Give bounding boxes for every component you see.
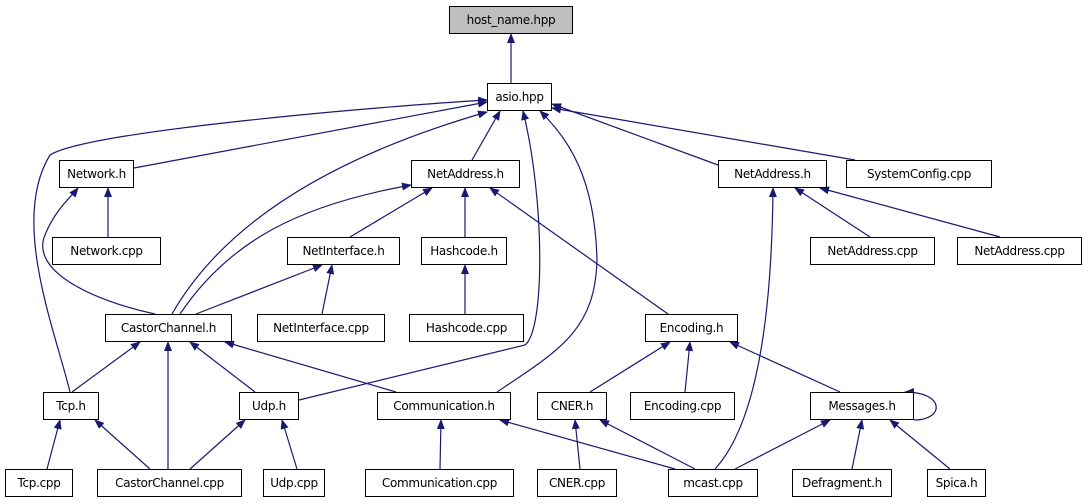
edge-castorchannel-cpp-to-udp-h [189, 419, 246, 470]
edge-udp-h-to-asio-hpp [298, 110, 541, 401]
node-cner-h[interactable]: CNER.h [537, 392, 607, 420]
node-tcp-h[interactable]: Tcp.h [43, 392, 99, 420]
edge-encoding-h-to-netaddress-h [489, 187, 669, 315]
node-defragment-h[interactable]: Defragment.h [792, 469, 892, 497]
edge-communication-cpp-to-communication-h [436, 419, 445, 470]
edge-castorchannel-h-to-netinterface-h [195, 264, 323, 315]
node-hashcode-h[interactable]: Hashcode.h [421, 237, 507, 265]
node-communication-h[interactable]: Communication.h [377, 392, 511, 420]
node-encoding-cpp[interactable]: Encoding.cpp [630, 392, 735, 420]
node-network-cpp[interactable]: Network.cpp [52, 237, 161, 265]
node-netaddress-cpp[interactable]: NetAddress.cpp [957, 237, 1082, 265]
node-systemconfig-cpp[interactable]: SystemConfig.cpp [846, 160, 992, 188]
edge-udp-cpp-to-udp-h [280, 419, 298, 470]
node-network-h[interactable]: Network.h [59, 160, 134, 188]
node-netaddress-h[interactable]: NetAddress.h [411, 160, 520, 188]
edge-defragment-h-to-messages-h [851, 419, 865, 470]
edge-netaddress-h-to-asio-hpp [471, 110, 501, 161]
node-tcp-cpp[interactable]: Tcp.cpp [5, 469, 73, 497]
edge-mcast-cpp-to-messages-h [734, 419, 831, 470]
node-asio-hpp[interactable]: asio.hpp [487, 83, 552, 111]
edge-castorchannel-cpp-to-tcp-h [94, 419, 151, 470]
node-cner-cpp[interactable]: CNER.cpp [537, 469, 617, 497]
node-messages-h[interactable]: Messages.h [810, 392, 914, 420]
node-udp-cpp[interactable]: Udp.cpp [263, 469, 325, 497]
edge-netinterface-h-to-netaddress-h [349, 187, 433, 238]
edge-tcp-h-to-asio-hpp [33, 96, 488, 393]
node-spica-h[interactable]: Spica.h [927, 469, 986, 497]
node-castorchannel-cpp[interactable]: CastorChannel.cpp [97, 469, 242, 497]
edge-cner-cpp-to-cner-h [571, 419, 581, 470]
edge-tcp-h-to-castorchannel-h [71, 341, 141, 393]
edge-udp-h-to-castorchannel-h [189, 341, 256, 393]
node-hashcode-cpp[interactable]: Hashcode.cpp [409, 314, 524, 342]
node-mcast-cpp[interactable]: mcast.cpp [668, 469, 758, 497]
node-netinterface-cpp[interactable]: NetInterface.cpp [257, 314, 385, 342]
node-communication-cpp[interactable]: Communication.cpp [365, 469, 514, 497]
edge-encoding-cpp-to-encoding-h [684, 341, 694, 393]
edge-systemconfig-cpp-to-asio-hpp [551, 105, 856, 161]
node-netaddress-h[interactable]: NetAddress.h [718, 160, 827, 188]
edge-netinterface-cpp-to-netinterface-h [321, 264, 335, 315]
edge-network-h-to-asio-hpp [133, 99, 488, 169]
node-castorchannel-h[interactable]: CastorChannel.h [105, 314, 232, 342]
node-udp-h[interactable]: Udp.h [239, 392, 299, 420]
node-encoding-h[interactable]: Encoding.h [645, 314, 738, 342]
edge-netaddress-h-to-asio-hpp [551, 103, 719, 166]
edge-netaddress-cpp-to-netaddress-h [819, 186, 1001, 238]
node-netinterface-h[interactable]: NetInterface.h [287, 237, 400, 265]
edge-castorchannel-h-to-asio-hpp [171, 110, 488, 315]
node-host-name-hpp: host_name.hpp [449, 6, 573, 34]
edge-castorchannel-h-to-netaddress-h [179, 182, 412, 315]
edge-spica-h-to-messages-h [889, 419, 951, 470]
edge-tcp-cpp-to-tcp-h [46, 419, 62, 470]
edge-castorchannel-h-to-network-h [42, 187, 156, 315]
edge-mcast-cpp-to-cner-h [599, 419, 696, 470]
edge-cner-h-to-encoding-h [589, 341, 671, 393]
edge-netaddress-cpp-to-netaddress-h [794, 187, 871, 238]
edge-communication-h-to-castorchannel-h [224, 340, 397, 393]
node-netaddress-cpp[interactable]: NetAddress.cpp [810, 237, 935, 265]
edge-messages-h-to-encoding-h [729, 341, 841, 393]
edge-mcast-cpp-to-netaddress-h [714, 187, 777, 470]
edge-mcast-cpp-to-communication-h [499, 418, 676, 470]
edge-messages-h-to-messages-h [904, 388, 937, 421]
edge-communication-h-to-asio-hpp [496, 110, 598, 393]
